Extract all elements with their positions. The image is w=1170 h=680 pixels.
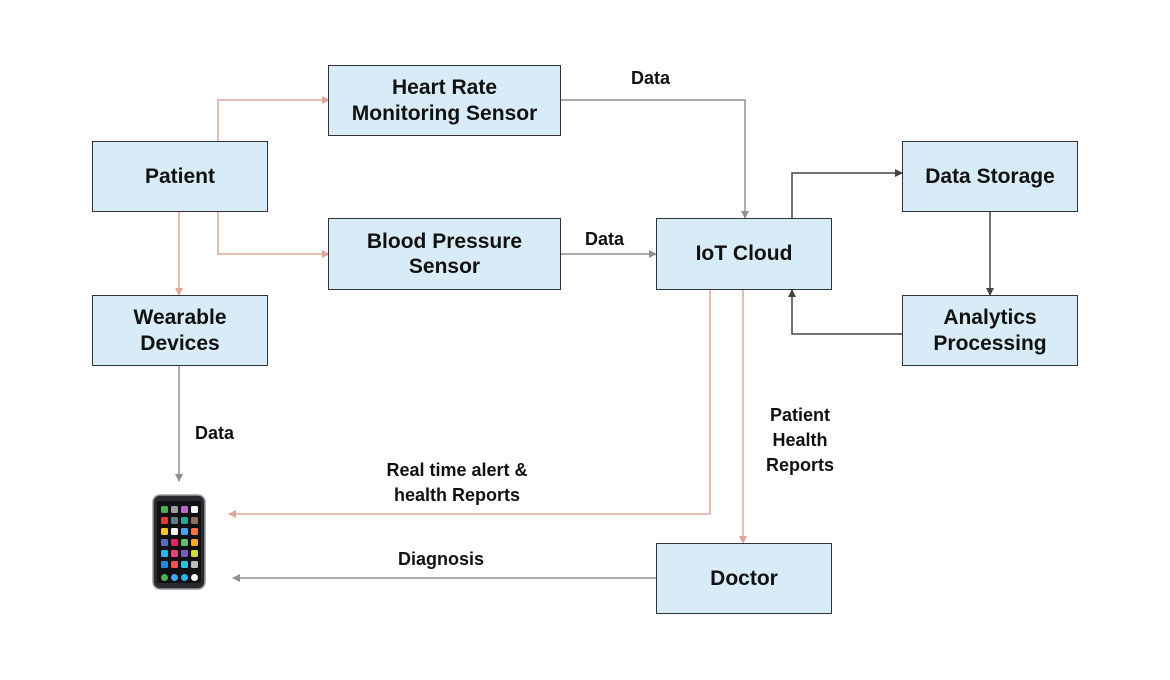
edge-cloud-to-phone <box>228 290 711 518</box>
node-doctor: Doctor <box>656 543 832 614</box>
node-wearable-devices: Wearable Devices <box>92 295 268 366</box>
label-wearable-data: Data <box>195 423 235 443</box>
node-analytics-processing: Analytics Processing <box>902 295 1078 366</box>
label-real-time-alert: Real time alert & health Reports <box>386 460 528 506</box>
label-diagnosis: Diagnosis <box>398 549 485 569</box>
edge-analytics-to-cloud <box>788 289 902 335</box>
smartphone-icon <box>152 494 206 595</box>
node-iot-cloud: IoT Cloud <box>656 218 832 290</box>
label-patient-health-reports: Patient Health Reports <box>765 405 834 476</box>
edge-patient-to-heart-rate <box>217 96 330 141</box>
edge-cloud-to-storage <box>791 169 903 218</box>
node-heart-rate-sensor: Heart Rate Monitoring Sensor <box>328 65 561 136</box>
edge-patient-to-blood-pressure <box>217 212 330 258</box>
node-patient: Patient <box>92 141 268 212</box>
node-data-storage: Data Storage <box>902 141 1078 212</box>
label-heart-rate-data: Data <box>631 68 671 88</box>
label-blood-pressure-data: Data <box>585 229 625 249</box>
edge-heart-rate-to-cloud <box>561 99 749 219</box>
node-blood-pressure-sensor: Blood Pressure Sensor <box>328 218 561 290</box>
